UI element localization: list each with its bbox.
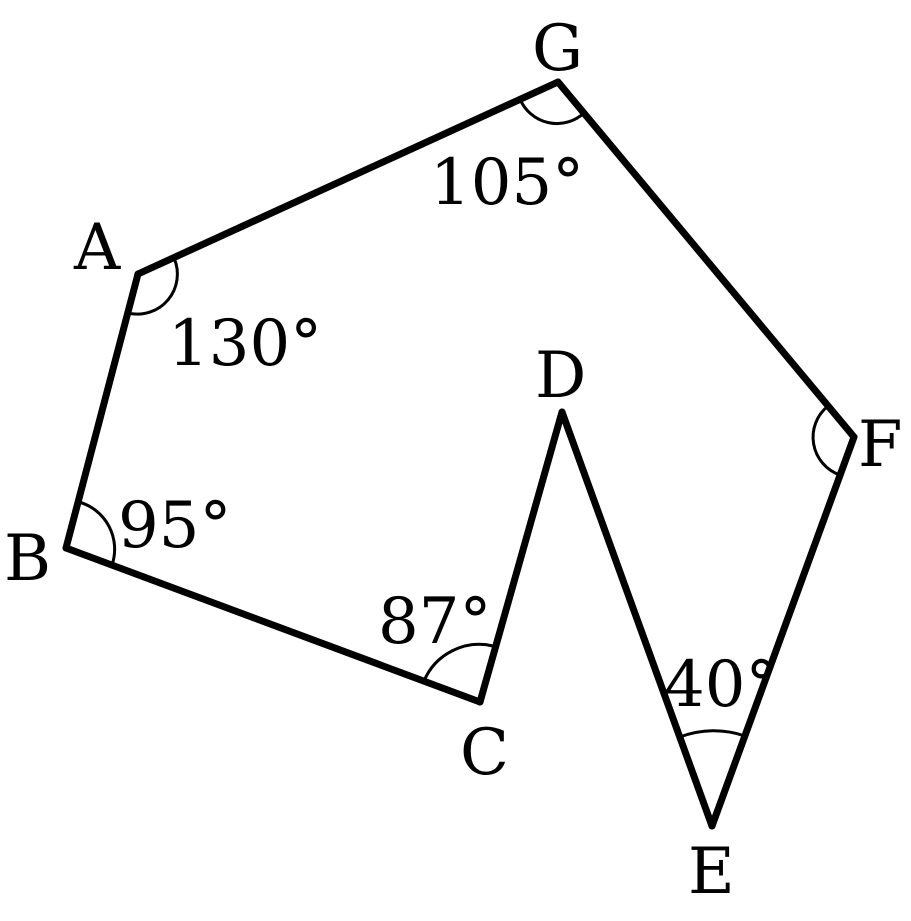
angle-label-c: 87° (378, 585, 491, 659)
edge-ga (134, 78, 562, 278)
angle-arc-e (679, 729, 746, 739)
vertex-label-f: F (858, 408, 902, 482)
edge-ab (62, 270, 142, 552)
angle-arc-c (422, 642, 494, 682)
edge-cd (476, 408, 566, 706)
edge-bc (62, 544, 484, 706)
angle-label-e: 40° (664, 648, 777, 722)
angle-arc-a (127, 257, 179, 316)
vertex-label-c: C (460, 716, 509, 790)
vertex-label-d: D (535, 339, 586, 413)
angle-label-g: 105° (430, 146, 584, 220)
angle-label-a: 130° (168, 307, 322, 381)
angle-arc-g (518, 98, 586, 126)
vertex-label-g: G (532, 12, 583, 86)
vertex-label-a: A (73, 211, 121, 285)
angle-arc-f (811, 404, 841, 477)
vertex-label-e: E (688, 835, 735, 909)
angle-arc-b (78, 500, 117, 566)
edge-de (558, 408, 716, 830)
vertex-label-b: B (4, 522, 51, 596)
edge-fg (554, 78, 858, 441)
angle-label-b: 95° (118, 489, 231, 563)
edge-ef (708, 433, 858, 830)
